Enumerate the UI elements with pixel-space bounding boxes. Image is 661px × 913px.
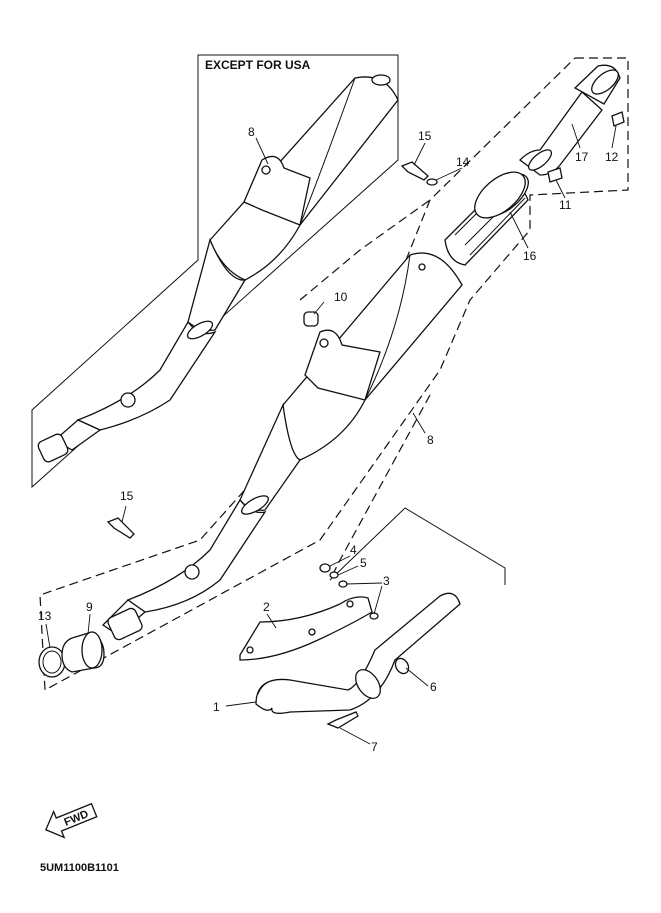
- callout-16: 16: [523, 249, 537, 263]
- callout-11: 11: [559, 198, 572, 212]
- main-muffler: [101, 252, 463, 641]
- gasket-6: [394, 657, 410, 675]
- fwd-arrow: FWD: [45, 802, 98, 839]
- inset-box: EXCEPT FOR USA: [31, 54, 399, 489]
- clamp-13: [38, 646, 66, 678]
- exhaust-pipe-1: [255, 592, 461, 714]
- callout-6: 6: [430, 680, 437, 694]
- diagram-code: 5UM1100B1101: [40, 862, 119, 874]
- inset-caption: EXCEPT FOR USA: [205, 58, 311, 72]
- callout-14: 14: [456, 155, 470, 169]
- fwd-label: FWD: [63, 808, 91, 829]
- screw-4: [319, 563, 331, 573]
- bolt-15-left: [106, 517, 135, 539]
- callout-1: 1: [213, 700, 220, 714]
- callout-9: 9: [86, 600, 93, 614]
- tail-pipe-17: [519, 64, 621, 176]
- callout-numbers: 8 15 14 10 8 16 17 12 11 15 13 9 2 4 5 3…: [38, 125, 619, 754]
- washer-14: [426, 178, 438, 186]
- joint-9: [61, 631, 105, 673]
- callout-15-top: 15: [418, 129, 432, 143]
- washer-5: [329, 571, 339, 579]
- callout-13: 13: [38, 609, 52, 623]
- callout-5: 5: [360, 556, 367, 570]
- callout-8-main: 8: [427, 433, 434, 447]
- callout-15-left: 15: [120, 489, 134, 503]
- spark-arrester-16: [444, 171, 529, 266]
- bolt-15-top: [400, 161, 429, 181]
- lower-sub-outline: [329, 507, 506, 585]
- callout-12: 12: [605, 150, 619, 164]
- leader-lines: [45, 123, 617, 745]
- callout-2: 2: [263, 600, 270, 614]
- bolt-7: [326, 711, 359, 729]
- callout-4: 4: [350, 543, 357, 557]
- bolt-11: [547, 167, 563, 183]
- callout-3: 3: [383, 574, 390, 588]
- callout-7: 7: [371, 740, 378, 754]
- bolt-12: [611, 111, 625, 127]
- inset-muffler: [37, 74, 399, 463]
- damper-10: [303, 311, 319, 327]
- heat-protector-2: [239, 596, 373, 661]
- callout-10: 10: [334, 290, 348, 304]
- callout-8-inset: 8: [248, 125, 255, 139]
- callout-17: 17: [575, 150, 589, 164]
